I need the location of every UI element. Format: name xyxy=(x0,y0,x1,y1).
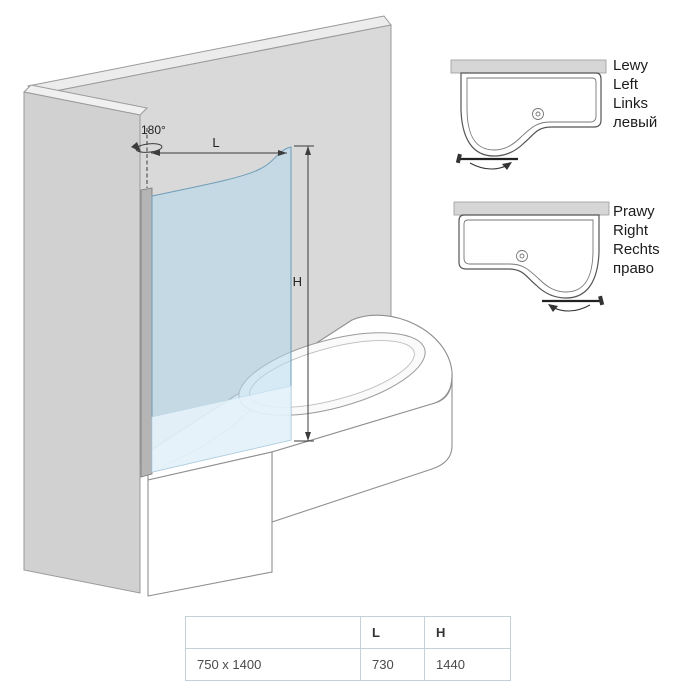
header-size-cell xyxy=(185,616,361,649)
dimension-l-label: L xyxy=(212,135,219,150)
tub-inner-rim xyxy=(466,77,597,151)
bathtub-front-left-panel xyxy=(147,451,273,597)
dimension-h: H xyxy=(293,145,314,442)
dimension-h-arrow-top xyxy=(305,146,311,155)
glass-panel xyxy=(151,146,292,473)
side-wall-face xyxy=(23,91,141,594)
dimension-l-arrow-right xyxy=(278,150,287,156)
label-rechts: Rechts xyxy=(613,241,660,258)
bathtub-front-right-panel xyxy=(271,373,453,523)
drain xyxy=(532,108,544,120)
header-h-cell: H xyxy=(424,616,511,649)
dimension-h-arrow-bottom xyxy=(305,432,311,441)
wall-band xyxy=(453,201,610,216)
tub-inner-rim xyxy=(463,219,594,293)
top-view-right-variant xyxy=(453,201,610,312)
label-prawy: Prawy xyxy=(613,203,655,220)
rotation-arrowhead xyxy=(131,142,141,152)
dimension-l: L xyxy=(151,135,287,156)
label-right: Right xyxy=(613,222,649,239)
header-l-cell: L xyxy=(360,616,425,649)
right-variant-labels: Prawy Right Rechts право xyxy=(613,202,693,278)
wall-mount-profile xyxy=(140,187,153,478)
label-links: Links xyxy=(613,95,649,112)
glass-frosted-band xyxy=(151,385,292,473)
dimension-l-arrow-left xyxy=(151,150,160,156)
label-left: Left xyxy=(613,76,639,93)
table-row: 750 x 1400 730 1440 xyxy=(185,648,511,681)
tub-outline xyxy=(460,72,602,157)
rotation-angle-label: 180° xyxy=(141,123,166,137)
dimensions-table: L H 750 x 1400 730 1440 xyxy=(185,616,511,681)
glass-screen xyxy=(140,146,292,478)
hinge-mark xyxy=(598,295,605,306)
label-lewy: Lewy xyxy=(613,57,649,74)
h-value-cell: 1440 xyxy=(424,648,511,681)
table-header-row: L H xyxy=(185,616,511,649)
swing-arc xyxy=(469,162,509,170)
swing-arc xyxy=(551,304,591,312)
tub-outline xyxy=(458,214,600,299)
label-pravo: право xyxy=(613,260,654,277)
swing-arrowhead xyxy=(502,162,512,170)
left-variant-labels: Lewy Left Links левый xyxy=(613,56,693,132)
size-cell: 750 x 1400 xyxy=(185,648,361,681)
hinge-mark xyxy=(455,153,462,164)
drain-center xyxy=(519,253,525,259)
l-value-cell: 730 xyxy=(360,648,425,681)
drain-center xyxy=(535,111,541,117)
isometric-drawing: 180° L H xyxy=(22,15,453,597)
top-view-left-variant xyxy=(450,59,607,170)
rotation-indicator: 180° xyxy=(131,123,166,188)
dimension-h-label: H xyxy=(293,274,302,289)
drain xyxy=(516,250,528,262)
swing-arrowhead xyxy=(548,304,558,312)
wall-band xyxy=(450,59,607,74)
label-levyi: левый xyxy=(613,114,658,131)
